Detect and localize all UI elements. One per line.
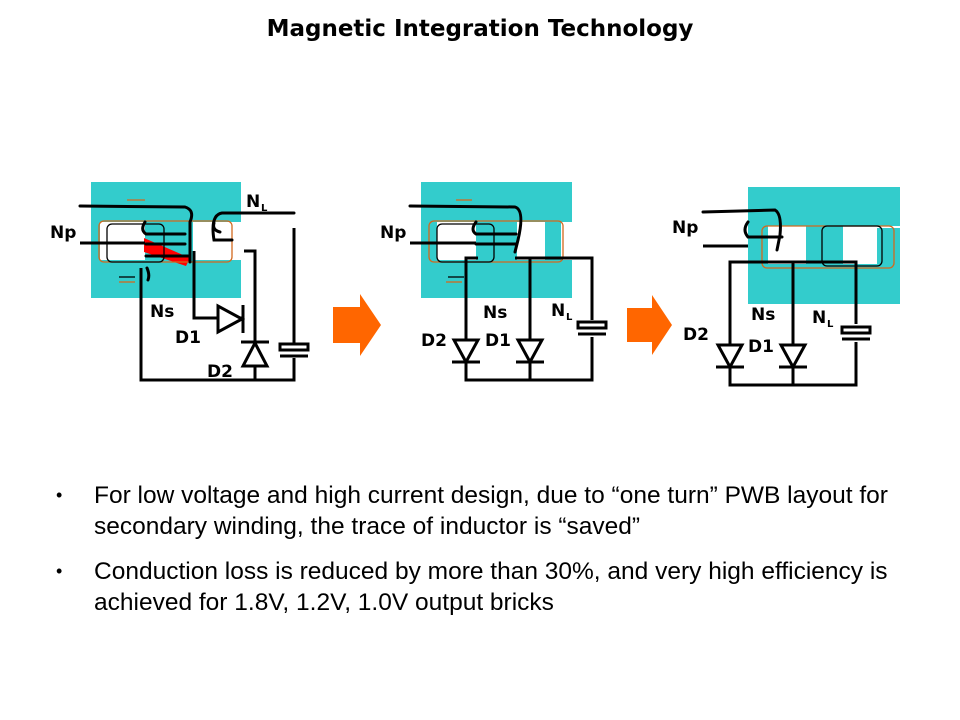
bullet-text: For low voltage and high current design,…	[94, 482, 888, 540]
bullet-dot: •	[56, 561, 63, 581]
flux-path-black-stage-3	[821, 225, 883, 267]
capacitor-stage-3	[840, 325, 872, 341]
diode-d2-stage-2	[451, 338, 481, 366]
diode-d2-stage-1	[240, 339, 270, 368]
label-d2-stage-1: D2	[207, 362, 233, 382]
bullet-dot: •	[56, 485, 63, 505]
transition-arrow-2	[627, 295, 672, 355]
label-d2-stage-3: D2	[683, 325, 709, 345]
magnetic-integration-diagram: Np Ns N L D1 D2	[50, 182, 900, 387]
core-stage-2	[421, 182, 572, 298]
bullet-item: • Conduction loss is reduced by more tha…	[56, 556, 936, 618]
label-d1-stage-3: D1	[748, 337, 774, 357]
diode-d1-stage-3	[778, 343, 808, 371]
label-np-stage-3: Np	[672, 218, 698, 238]
inductor-winding-stage-1	[211, 211, 296, 242]
bullet-list: • For low voltage and high current desig…	[56, 480, 936, 632]
label-ns-stage-1: Ns	[150, 302, 174, 322]
label-ns-stage-2: Ns	[483, 303, 507, 323]
stage-3-diagram: Np Ns N L D2 D1	[672, 187, 900, 387]
capacitor-stage-1	[278, 342, 310, 358]
bullet-text: Conduction loss is reduced by more than …	[94, 558, 888, 616]
primary-winding-stage-2	[408, 204, 523, 254]
label-np-stage-1: Np	[50, 223, 76, 243]
label-d1-stage-2: D1	[485, 331, 511, 351]
label-nl-stage-1: N	[246, 192, 260, 212]
label-nl-stage-2: N	[551, 301, 565, 321]
stage-1-diagram: Np Ns N L D1 D2	[50, 182, 310, 382]
primary-winding-stage-1	[78, 204, 194, 264]
primary-winding-stage-3	[701, 208, 782, 252]
bullet-item: • For low voltage and high current desig…	[56, 480, 936, 542]
label-nl-sub-stage-1: L	[261, 203, 268, 214]
label-d2-stage-2: D2	[421, 331, 447, 351]
slide-title: Magnetic Integration Technology	[266, 16, 694, 42]
label-nl-sub-stage-3: L	[827, 319, 834, 330]
label-ns-stage-3: Ns	[751, 305, 775, 325]
stage-2-diagram: Np Ns N L D2 D1	[380, 182, 608, 382]
diode-d1-stage-1	[216, 303, 246, 335]
label-nl-sub-stage-2: L	[566, 312, 573, 323]
label-d1-stage-1: D1	[175, 328, 201, 348]
diode-d2-stage-3	[715, 343, 745, 371]
core-stage-3	[748, 187, 900, 304]
diode-d1-stage-2	[515, 338, 545, 366]
capacitor-stage-2	[576, 320, 608, 336]
transition-arrow-1	[333, 294, 381, 356]
label-nl-stage-3: N	[812, 308, 826, 328]
label-np-stage-2: Np	[380, 223, 406, 243]
